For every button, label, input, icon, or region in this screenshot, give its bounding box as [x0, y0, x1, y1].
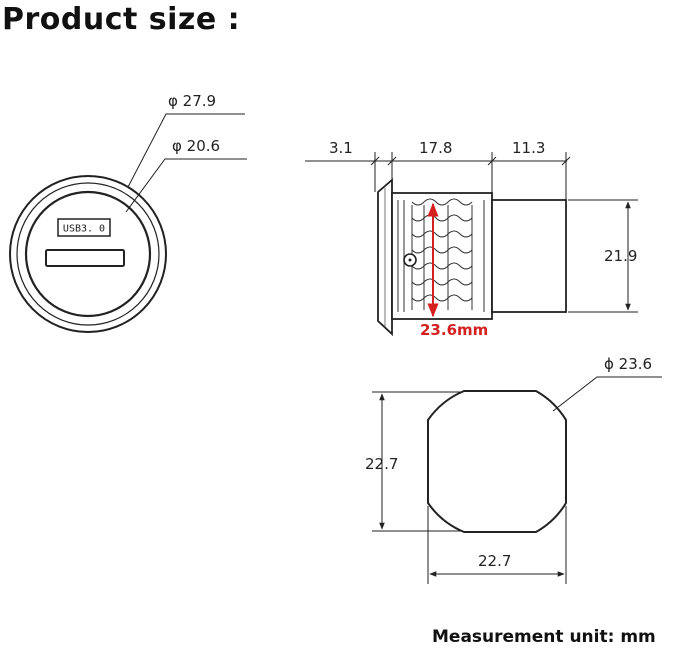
outer-diameter-leader — [127, 113, 245, 188]
panel-cutout-view: ϕ 23.6 22.7 22.7 — [365, 355, 662, 584]
measurement-unit-note: Measurement unit: mm — [432, 627, 656, 647]
thread-length-label: 17.8 — [419, 139, 452, 157]
tick-a — [370, 156, 380, 166]
side-view: 3.1 17.8 11.3 23.6mm 21. — [305, 139, 638, 339]
usb-port-slot — [45, 249, 125, 267]
cutout-height-label: 22.7 — [365, 455, 398, 473]
cutout-shape — [427, 390, 567, 533]
bezel-ring-circle — [16, 182, 160, 326]
cutout-width-label: 22.7 — [478, 552, 511, 570]
inner-face-circle — [24, 190, 152, 318]
usb-label-box — [57, 218, 111, 237]
rear-length-label: 11.3 — [512, 139, 545, 157]
rear-height-label: 21.9 — [604, 247, 637, 265]
inner-diameter-label: φ 20.6 — [172, 137, 220, 155]
outer-bezel-circle — [9, 175, 167, 333]
front-view: USB3. 0 φ 27.9 φ 20.6 — [9, 92, 247, 333]
tick-c — [487, 156, 497, 166]
thread-diameter-label: 23.6mm — [420, 321, 488, 339]
tick-b — [387, 156, 397, 166]
rear-body — [491, 199, 567, 313]
page-title: Product size : — [2, 2, 241, 37]
flange-thickness-label: 3.1 — [329, 139, 353, 157]
tick-d — [561, 156, 571, 166]
cutout-diameter-leader — [552, 376, 662, 412]
cutout-diameter-label: ϕ 23.6 — [604, 355, 652, 373]
locating-hole-center — [408, 258, 412, 262]
usb-label-text: USB3. 0 — [63, 224, 105, 235]
outer-diameter-label: φ 27.9 — [168, 92, 216, 110]
inner-diameter-leader — [125, 158, 247, 213]
